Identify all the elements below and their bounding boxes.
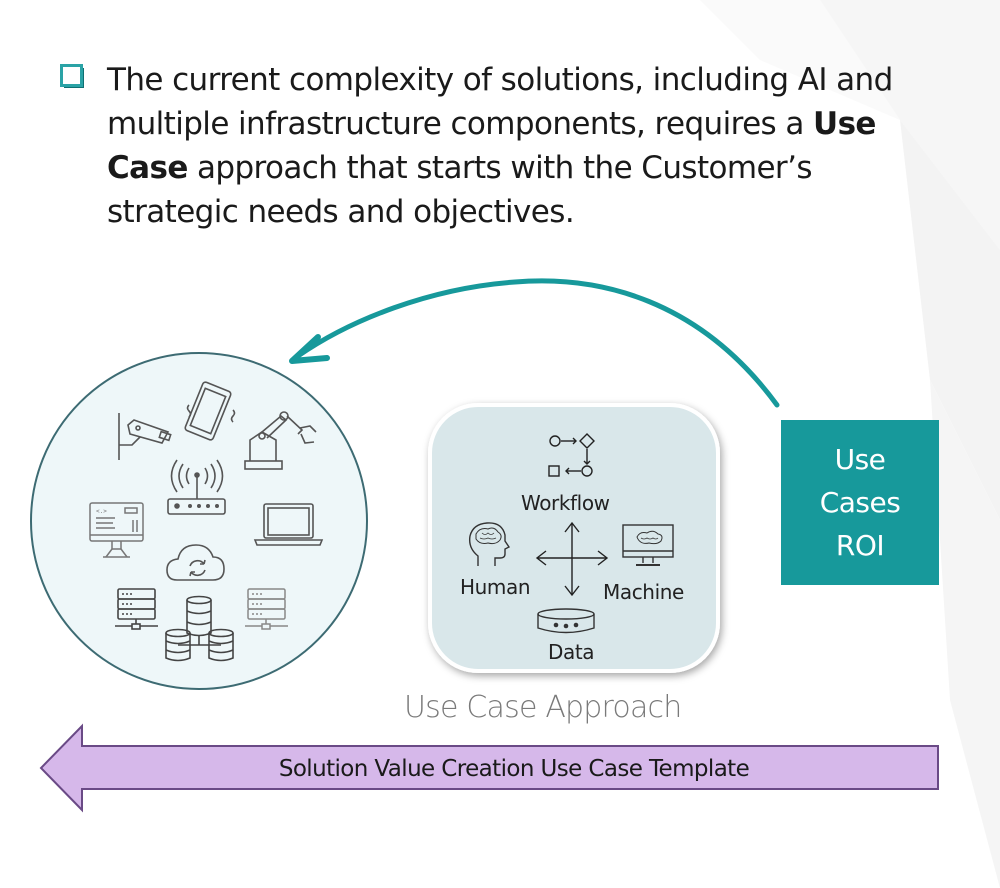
intro-bullet: The current complexity of solutions, inc… xyxy=(60,58,910,234)
intro-text: The current complexity of solutions, inc… xyxy=(107,58,910,234)
machine-monitor-icon xyxy=(622,524,674,566)
roi-line-1: Use xyxy=(834,443,886,476)
data-label: Data xyxy=(548,640,595,664)
feedback-curved-arrow xyxy=(289,278,780,408)
svg-text:<.>: <.> xyxy=(96,508,107,515)
cloud-sync-icon xyxy=(166,544,225,581)
four-way-arrows-icon xyxy=(535,521,609,597)
server-rack-icon xyxy=(115,588,158,630)
workflow-icon xyxy=(548,433,595,477)
laptop-icon xyxy=(253,503,324,546)
use-cases-roi-box: Use Cases ROI xyxy=(781,420,939,585)
human-label: Human xyxy=(460,575,531,599)
security-camera-icon xyxy=(118,413,172,460)
roi-line-2: Cases xyxy=(819,486,901,519)
intro-bold-text: Use Case xyxy=(107,106,876,186)
database-cluster-icon xyxy=(165,595,234,662)
template-left-arrow xyxy=(39,723,939,813)
roi-line-3: ROI xyxy=(835,529,885,562)
use-case-approach-box xyxy=(428,403,720,673)
human-brain-icon xyxy=(468,522,511,566)
robot-arm-icon xyxy=(244,411,317,470)
server-rack-icon xyxy=(245,588,288,630)
wifi-router-icon xyxy=(167,459,226,515)
hollow-square-bullet-icon xyxy=(60,64,84,88)
smartphone-icon xyxy=(184,381,236,441)
use-case-approach-label: Use Case Approach xyxy=(404,690,682,725)
infrastructure-circle: <.> xyxy=(30,352,368,690)
desktop-monitor-icon: <.> xyxy=(89,502,144,558)
intro-text-part2: approach that starts with the Customer’s… xyxy=(107,150,812,230)
workflow-label: Workflow xyxy=(521,491,610,515)
template-arrow-label: Solution Value Creation Use Case Templat… xyxy=(278,756,750,782)
machine-label: Machine xyxy=(603,580,684,604)
data-storage-icon xyxy=(537,608,595,634)
intro-text-part1: The current complexity of solutions, inc… xyxy=(107,62,893,142)
